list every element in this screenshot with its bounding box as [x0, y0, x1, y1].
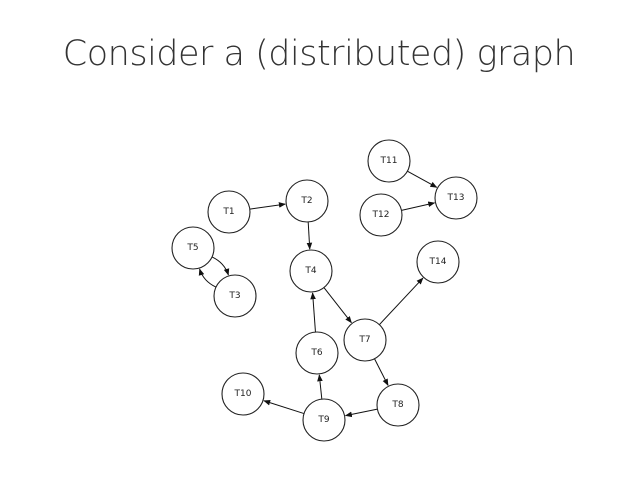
node-label: T1 [222, 207, 234, 217]
node-label: T10 [234, 389, 252, 399]
edge-t6-to-t4 [310, 292, 316, 333]
node-label: T11 [380, 156, 398, 166]
node-label: T5 [186, 243, 198, 253]
node-t3: T3 [213, 274, 257, 318]
node-circle [376, 383, 420, 427]
node-circle [207, 190, 251, 234]
node-label: T12 [372, 210, 390, 220]
node-circle [213, 274, 257, 318]
edge-t2-to-t4 [306, 221, 313, 250]
node-label: T8 [391, 400, 403, 410]
edge-t9-to-t6 [317, 374, 323, 400]
node-circle [302, 398, 346, 442]
node-t4: T4 [289, 249, 333, 293]
node-label: T9 [317, 415, 329, 425]
node-circle [367, 139, 411, 183]
node-label: T7 [358, 335, 370, 345]
edges-layer [198, 170, 438, 418]
node-t13: T13 [434, 176, 478, 220]
node-label: T13 [447, 193, 465, 203]
node-circle [295, 331, 339, 375]
node-circle [343, 318, 387, 362]
node-t5: T5 [171, 226, 215, 270]
node-t11: T11 [367, 139, 411, 183]
node-t14: T14 [416, 240, 460, 284]
node-circle [221, 372, 265, 416]
node-circle [416, 240, 460, 284]
node-t1: T1 [207, 190, 251, 234]
edge-t1-to-t2 [249, 202, 286, 210]
edge-t12-to-t13 [401, 201, 436, 211]
node-t10: T10 [221, 372, 265, 416]
edge-t9-to-t10 [263, 399, 305, 415]
node-circle [434, 176, 478, 220]
edge-t4-to-t7 [323, 287, 352, 324]
edge-t5-to-t3 [211, 256, 230, 276]
edge-t8-to-t9 [344, 408, 378, 418]
node-circle [171, 226, 215, 270]
node-t6: T6 [295, 331, 339, 375]
node-t12: T12 [359, 193, 403, 237]
node-circle [289, 249, 333, 293]
slide-title: Consider a (distributed) graph [62, 34, 576, 74]
node-label: T6 [310, 348, 322, 358]
node-circle [359, 193, 403, 237]
edge-t7-to-t8 [374, 358, 389, 387]
node-circle [285, 179, 329, 223]
node-label: T4 [304, 266, 316, 276]
node-label: T2 [300, 196, 312, 206]
node-t9: T9 [302, 398, 346, 442]
node-label: T3 [228, 291, 240, 301]
node-label: T14 [429, 257, 447, 267]
edge-t11-to-t13 [407, 170, 438, 188]
node-t8: T8 [376, 383, 420, 427]
edge-t3-to-t5 [198, 268, 217, 288]
node-t2: T2 [285, 179, 329, 223]
node-t7: T7 [343, 318, 387, 362]
edge-t7-to-t14 [378, 277, 424, 326]
